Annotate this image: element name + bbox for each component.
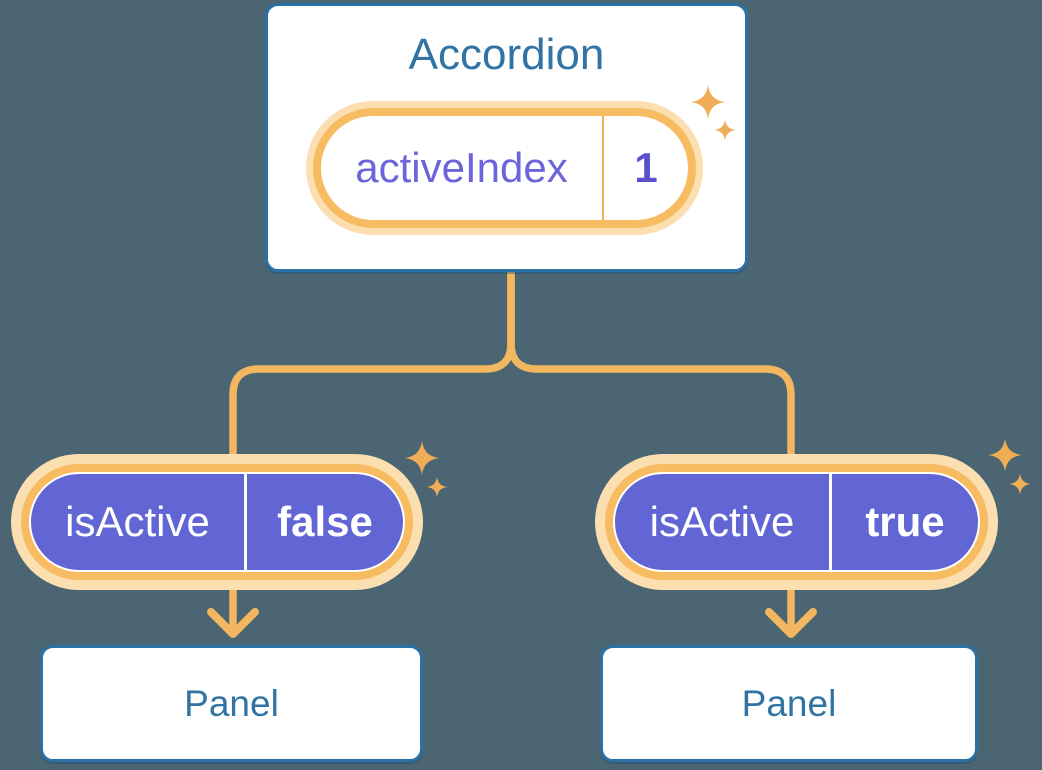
state-value: 1 [634, 144, 658, 191]
sparkle-icon [405, 441, 447, 497]
branch-line-left [229, 268, 515, 630]
component-title: Accordion [408, 30, 605, 79]
prop-name: isActive [649, 498, 795, 545]
branch-line-right [507, 268, 795, 630]
sparkle-icon [988, 438, 1031, 495]
prop-value: false [277, 498, 373, 545]
prop-pill-left: isActive false [29, 472, 405, 572]
panel-title: Panel [184, 682, 279, 724]
state-pill: activeIndex 1 [313, 108, 696, 228]
pill-divider [244, 474, 247, 570]
pill-divider [602, 116, 604, 220]
prop-value: true [865, 498, 945, 545]
prop-pill-right: isActive true [613, 472, 980, 572]
pill-divider [829, 474, 832, 570]
down-arrow-icon [207, 608, 259, 638]
down-arrow-icon [765, 608, 817, 638]
panel-title: Panel [741, 682, 837, 724]
panel-component-box-right: Panel [600, 645, 978, 762]
panel-component-box-left: Panel [40, 645, 423, 762]
prop-name: isActive [65, 498, 210, 545]
accordion-component-box: Accordion activeIndex 1 [265, 3, 748, 272]
state-name: activeIndex [355, 144, 568, 191]
